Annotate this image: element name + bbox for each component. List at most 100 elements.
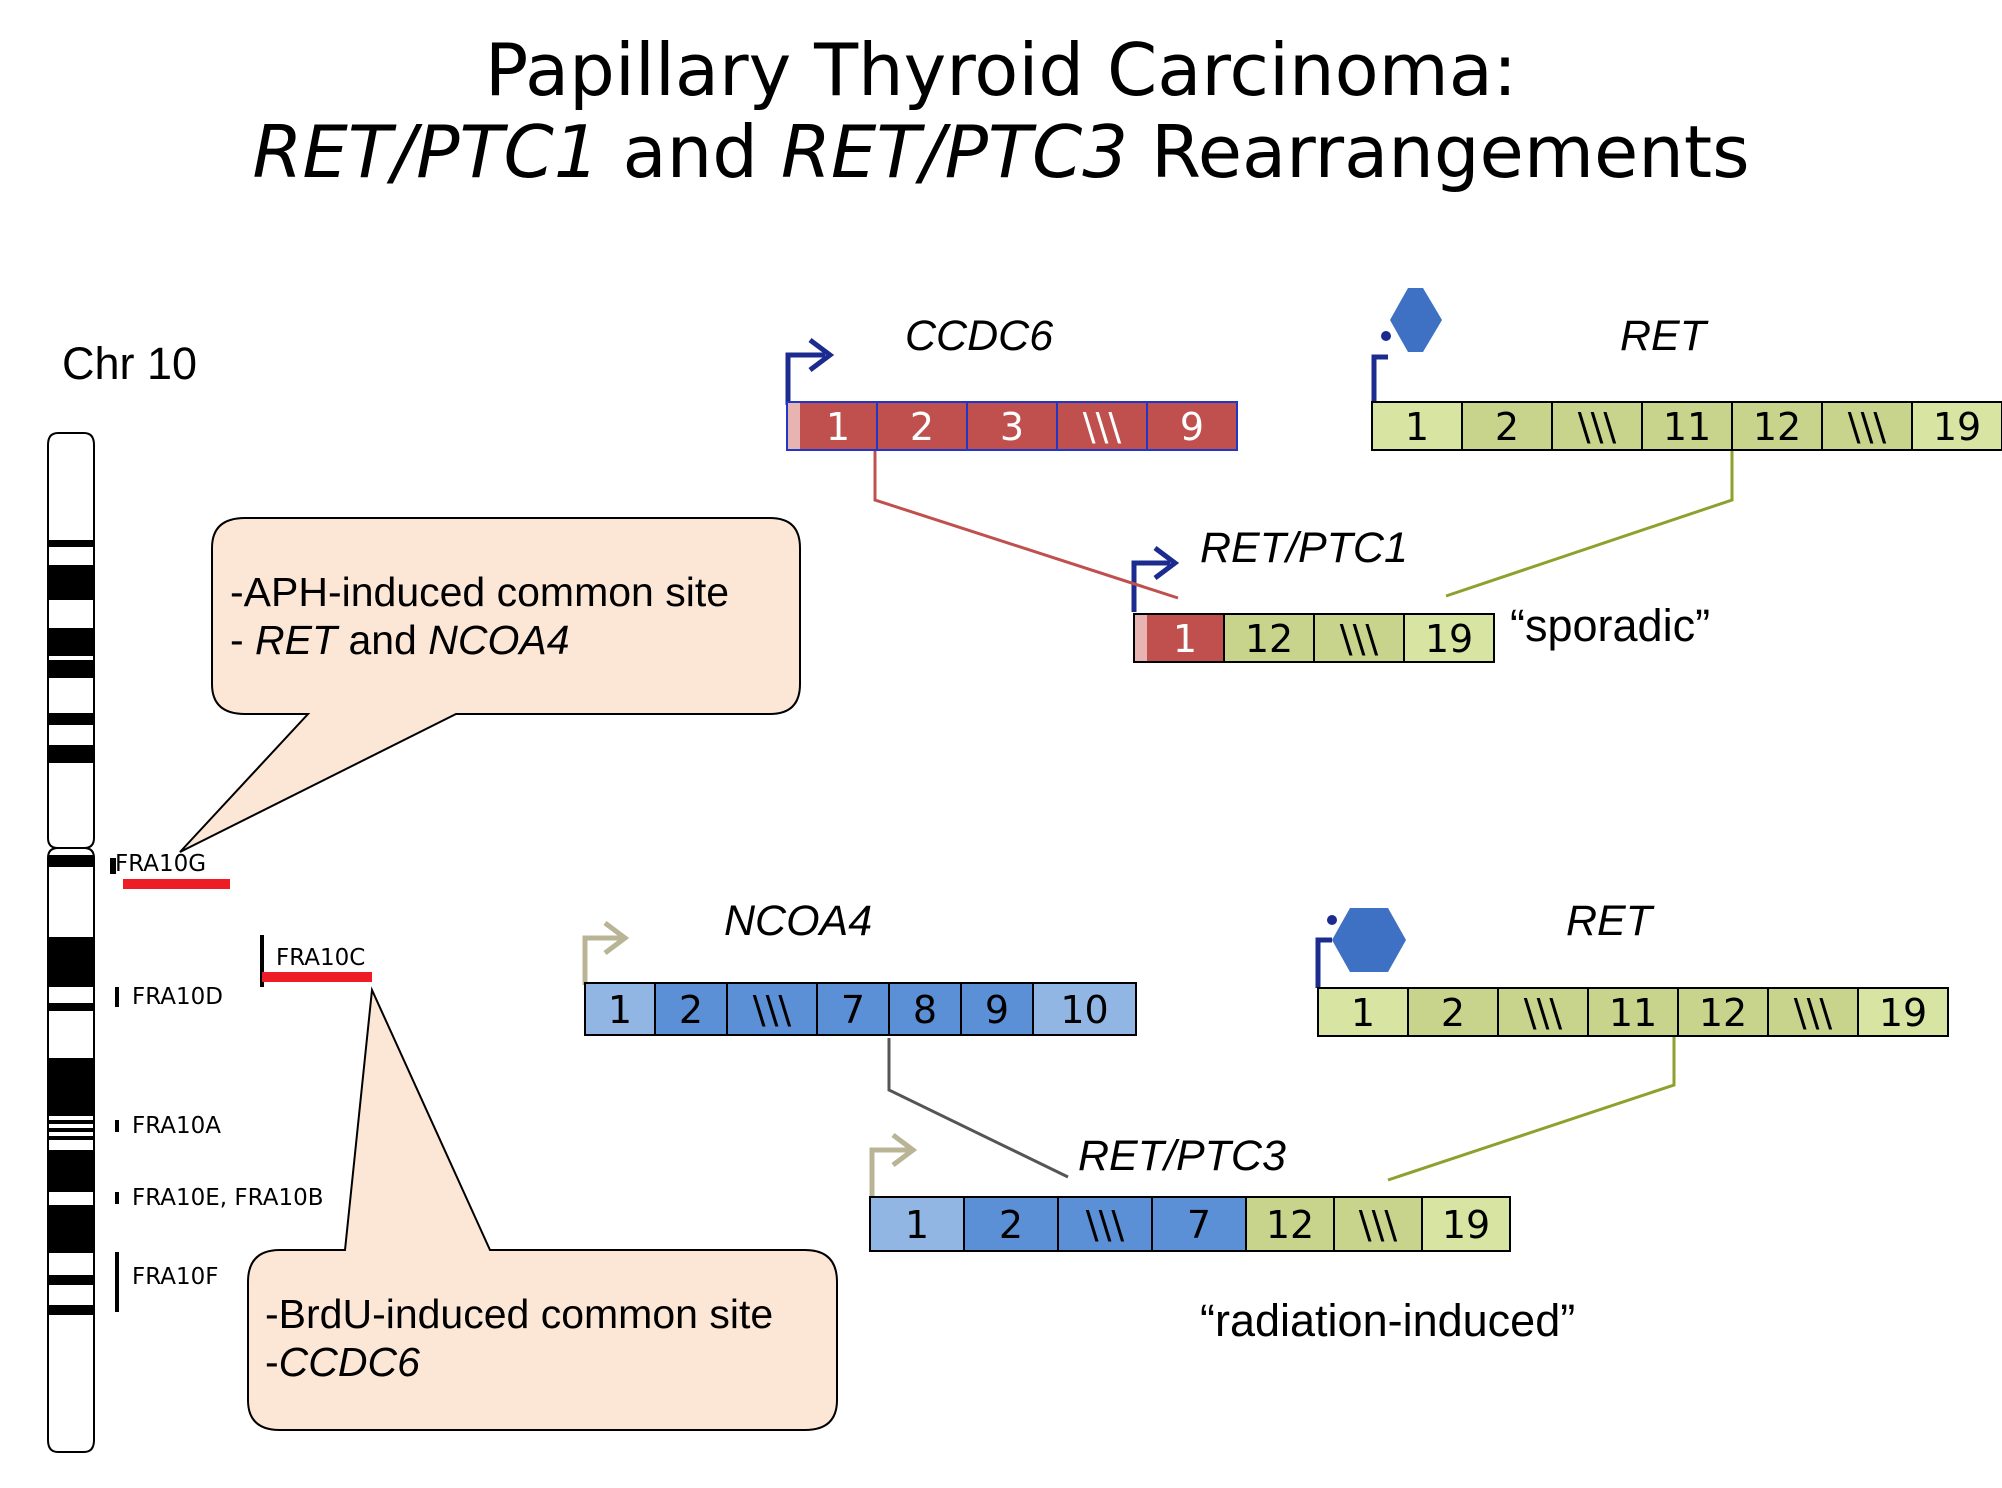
ret-bottom-exon-box <box>1407 987 1499 1037</box>
ccdc6-fusion-line <box>873 450 1179 600</box>
ncoa4-exon-label: 2 <box>679 988 703 1032</box>
ret-ptc3-exon-label: 19 <box>1442 1203 1490 1247</box>
band <box>48 540 94 547</box>
fra10g-label: FRA10G <box>115 851 207 877</box>
ret-ptc1-exon-label: \\\ <box>1340 617 1379 661</box>
aph-callout-bubble <box>179 517 801 853</box>
ncoa4-arrowhead <box>603 921 630 955</box>
ret-top-hexagon-icon <box>1390 288 1442 352</box>
ret-top-exon-label: 2 <box>1495 405 1519 449</box>
ret-top-exon-label: \\\ <box>1578 405 1617 449</box>
ret-ptc3-exon-box <box>1151 1196 1247 1252</box>
title-slash-2: / <box>920 110 945 194</box>
ncoa4-exon-box <box>726 982 818 1036</box>
ccdc6-exon-box <box>786 401 878 451</box>
band <box>48 628 94 656</box>
ncoa4-fusion-line <box>887 1038 1069 1179</box>
ret-ptc3-exon-label: \\\ <box>1086 1203 1125 1247</box>
ret-bottom-exon-box <box>1677 987 1769 1037</box>
title-ptc1: PTC1 <box>416 110 600 194</box>
ret-ptc1-gene-label: RET/PTC1 <box>1200 524 1408 572</box>
fra10d-tick <box>115 987 119 1007</box>
ret-top-gene-label: RET <box>1620 312 1706 360</box>
ret-bottom-exon-label: 19 <box>1879 991 1927 1035</box>
brdu-callout-bubble <box>247 986 838 1431</box>
ret-top-exon-box <box>1551 401 1643 451</box>
aph-callout-line2: - RET and NCOA4 <box>230 616 729 664</box>
ret-ptc3-exon-box <box>963 1196 1059 1252</box>
band <box>48 660 94 678</box>
ret-ptc3-exon-label: 2 <box>999 1203 1023 1247</box>
aph-gene-ncoa4: NCOA4 <box>428 617 570 663</box>
ret-bottom-exon-box <box>1857 987 1949 1037</box>
ccdc6-exon-box <box>1056 401 1148 451</box>
band <box>48 1150 94 1192</box>
band <box>48 1275 94 1285</box>
ncoa4-exon-box <box>584 982 656 1036</box>
fra10c-red-bar <box>262 972 372 982</box>
band <box>48 1136 94 1140</box>
fra10c-label: FRA10C <box>276 945 366 971</box>
band <box>48 713 94 725</box>
ret-top-exon-label: 12 <box>1753 405 1801 449</box>
ccdc6-gene-label: CCDC6 <box>905 312 1054 360</box>
slide-title-line2: RET/PTC1 and RET/PTC3 Rearrangements <box>0 110 2002 194</box>
ccdc6-exon-label: 1 <box>826 405 850 449</box>
ret-ptc3-exon-box <box>869 1196 965 1252</box>
band <box>48 1305 94 1315</box>
ncoa4-exon-box <box>816 982 890 1036</box>
title-and: and <box>599 110 781 194</box>
ret-top-exon-label: 11 <box>1663 405 1711 449</box>
ccdc6-promoter-arrow <box>785 352 825 405</box>
brdu-callout-line1: -BrdU-induced common site <box>265 1291 774 1337</box>
band <box>48 937 94 987</box>
ret-ptc1-exon-label: 12 <box>1245 617 1293 661</box>
ret-ptc1-exon-label: 1 <box>1173 617 1197 661</box>
ret-bottom-promoter-dot <box>1327 915 1337 925</box>
title-ret-2: RET <box>780 110 921 194</box>
ret-ptc3-exon-box <box>1421 1196 1511 1252</box>
ret-bottom-exon-label: \\\ <box>1794 991 1833 1035</box>
ret-top-exon-box <box>1371 401 1463 451</box>
ncoa4-exon-label: 1 <box>608 988 632 1032</box>
ncoa4-exon-label: 7 <box>841 988 865 1032</box>
band <box>48 1205 94 1253</box>
ret-top-exon-box <box>1821 401 1913 451</box>
ret-top-fusion-line <box>1445 450 1734 598</box>
title-ret-1: RET <box>252 110 392 194</box>
ret-bottom-exon-label: 2 <box>1441 991 1465 1035</box>
band <box>48 1128 94 1132</box>
fra10d-label: FRA10D <box>132 984 223 1010</box>
ncoa4-exon-box <box>1032 982 1137 1036</box>
ncoa4-exon-label: 10 <box>1060 988 1108 1032</box>
band <box>48 1058 94 1116</box>
ret-ptc3-arrowhead <box>891 1133 918 1167</box>
ccdc6-exon-label: 9 <box>1180 405 1204 449</box>
ncoa4-exon-label: 9 <box>985 988 1009 1032</box>
ret-bottom-exon-box <box>1587 987 1679 1037</box>
ccdc6-arrowhead <box>808 338 835 372</box>
brdu-gene-ccdc6: CCDC6 <box>278 1339 420 1385</box>
fra10f-tick <box>115 1252 119 1312</box>
sporadic-note: “sporadic” <box>1510 600 1711 651</box>
ret-top-promoter-line <box>1371 354 1388 404</box>
ccdc6-exon-label: 3 <box>1000 405 1024 449</box>
title-rearrangements: Rearrangements <box>1128 110 1750 194</box>
ret-ptc3-gene-label: RET/PTC3 <box>1078 1132 1286 1180</box>
ret-ptc1-exon-box <box>1403 613 1495 663</box>
chromosome-label: Chr 10 <box>62 338 198 389</box>
brdu-callout-text: -BrdU-induced common site -CCDC6 <box>265 1290 773 1386</box>
ret-top-exon-label: \\\ <box>1848 405 1887 449</box>
ret-ptc3-exon-label: \\\ <box>1359 1203 1398 1247</box>
ncoa4-gene-label: NCOA4 <box>724 897 873 945</box>
aph-gene-ret: RET <box>255 617 338 663</box>
aph-prefix: - <box>230 617 256 663</box>
ccdc6-utr-segment <box>788 403 800 449</box>
ret-ptc3-exon-label: 1 <box>905 1203 929 1247</box>
brdu-callout-line2: -CCDC6 <box>265 1338 773 1386</box>
ret-bottom-exon-label: 1 <box>1351 991 1375 1035</box>
ccdc6-exon-box <box>876 401 968 451</box>
ret-ptc1-exon-label: 19 <box>1425 617 1473 661</box>
ret-ptc3-exon-box <box>1333 1196 1423 1252</box>
